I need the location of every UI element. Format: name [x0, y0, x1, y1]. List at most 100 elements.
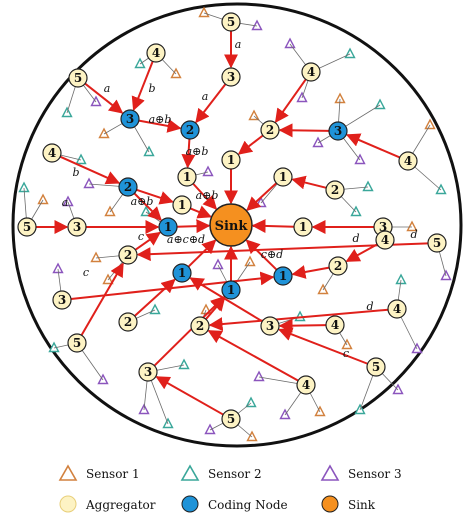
edge-label: c	[138, 230, 144, 243]
coding-node-n2a: 2	[180, 120, 200, 140]
legend-item-coding: Coding Node	[181, 495, 288, 513]
node-label: 1	[227, 153, 235, 167]
aggregator-node-n5f: 5	[366, 357, 386, 377]
sensor-1-triangle	[424, 118, 436, 130]
edge-label: c	[83, 266, 89, 279]
sink-circle-icon	[321, 495, 339, 513]
edge-label: a⊕b	[149, 113, 172, 126]
coding-circle-icon	[181, 495, 199, 513]
coding-node-n1e: 1	[158, 217, 178, 237]
aggregator-node-n4b: 4	[301, 62, 321, 82]
aggregator-circle-icon	[59, 495, 77, 513]
aggregator-node-n1d: 1	[273, 167, 293, 187]
node-label: 1	[183, 170, 191, 184]
node-label: 1	[227, 283, 235, 297]
edge-label: c	[343, 347, 349, 360]
aggregator-node-n2b: 2	[260, 120, 280, 140]
data-link-n3b-n2a	[138, 119, 182, 133]
node-label: 5	[73, 336, 81, 350]
data-link-n3f-n1g	[70, 271, 275, 301]
data-link-n2f-n1g	[291, 265, 330, 279]
legend-item-sensor2: Sensor 2	[180, 464, 262, 481]
data-link-n5b-n3b	[84, 82, 124, 114]
coding-node-n1h: 1	[172, 263, 192, 283]
aggregator-node-n3h: 3	[138, 362, 158, 382]
data-link-n4d-n2c	[59, 155, 121, 185]
sensor-3-triangle	[62, 195, 74, 207]
aggregator-node-n2d: 2	[325, 180, 345, 200]
sensor-3-triangle	[204, 423, 216, 435]
legend-item-aggregator: Aggregator	[59, 495, 156, 513]
node-label: 3	[58, 293, 66, 307]
node-label: 1	[279, 170, 287, 184]
legend-item-sensor1: Sensor 1	[58, 464, 140, 481]
sensor-1-triangle	[170, 67, 182, 79]
data-link-n5g-n3h	[155, 376, 224, 416]
aggregator-node-n5a: 5	[221, 12, 241, 32]
edge-label: a	[104, 82, 111, 95]
data-link-n1d-sink	[246, 182, 278, 212]
node-label: 2	[266, 123, 274, 137]
aggregator-node-n1f: 1	[293, 217, 313, 237]
data-link-n4f-n3g	[278, 318, 327, 333]
sensor-1-triangle	[90, 251, 102, 263]
aggregator-node-n4f: 4	[325, 315, 345, 335]
node-label: 2	[124, 248, 132, 262]
aggregator-node-n4g: 4	[387, 299, 407, 319]
aggregator-node-n3g: 3	[260, 316, 280, 336]
node-label: 5	[74, 71, 82, 85]
node-label: 2	[334, 259, 342, 273]
coding-node-n1g: 1	[273, 266, 293, 286]
sink-node: Sink	[209, 203, 253, 247]
edge-label: b	[148, 82, 155, 95]
sensor-3-triangle	[279, 408, 291, 420]
sensor-3-triangle	[284, 37, 296, 49]
data-link-n2h-n1i	[205, 296, 226, 320]
aggregator-node-n2e: 2	[118, 245, 138, 265]
node-label: 2	[331, 183, 339, 197]
data-link-n2g-n1h	[133, 278, 176, 317]
data-link-n4c-n3c	[345, 133, 401, 159]
sensor-2-triangle	[178, 358, 190, 370]
node-label: 4	[381, 233, 389, 247]
coding-node-n3b: 3	[120, 109, 140, 129]
sensor-1-triangle	[244, 255, 256, 267]
aggregator-node-n1a: 1	[177, 167, 197, 187]
legend-label: Sensor 3	[348, 467, 402, 481]
data-link-n3h-n1i	[153, 296, 225, 367]
node-label: 4	[393, 302, 401, 316]
legend-item-sensor3: Sensor 3	[320, 464, 402, 481]
node-label: 3	[379, 220, 387, 234]
edge-label: a⊕b	[131, 195, 154, 208]
data-link-n2d-n1d	[291, 175, 327, 190]
sensor-2-triangle	[362, 180, 374, 192]
edge-label: a	[62, 196, 69, 209]
sensor3-triangle-icon	[320, 464, 340, 481]
aggregator-node-n5e: 5	[67, 333, 87, 353]
node-label: 4	[331, 318, 339, 332]
sensor-3-triangle	[392, 383, 404, 395]
sensor-2-triangle	[344, 47, 356, 59]
aggregator-node-n3d: 3	[67, 217, 87, 237]
sensor2-triangle-icon	[180, 464, 200, 481]
node-label: 1	[178, 198, 186, 212]
sensor1-triangle-icon	[58, 464, 78, 481]
aggregator-node-n4h: 4	[296, 375, 316, 395]
sensor-3-triangle	[202, 165, 214, 177]
coding-node-n3c: 3	[328, 121, 348, 141]
sensor-2-triangle	[350, 205, 362, 217]
sensor-1-triangle	[198, 6, 210, 18]
node-label: 2	[186, 123, 194, 137]
data-link-n5e-n2e	[80, 262, 124, 336]
data-link-n4b-n2b	[274, 78, 307, 123]
aggregator-node-n2f: 2	[328, 256, 348, 276]
edge-label: a⊕b	[186, 145, 209, 158]
data-link-n2b-n1b	[237, 134, 264, 155]
aggregator-node-n4d: 4	[42, 143, 62, 163]
legend-label: Coding Node	[208, 498, 288, 512]
data-link-n1a-sink	[192, 182, 218, 210]
legend-label: Sensor 1	[86, 467, 140, 481]
legend-label: Aggregator	[85, 498, 156, 512]
data-link-n2c-n1c	[136, 188, 174, 205]
